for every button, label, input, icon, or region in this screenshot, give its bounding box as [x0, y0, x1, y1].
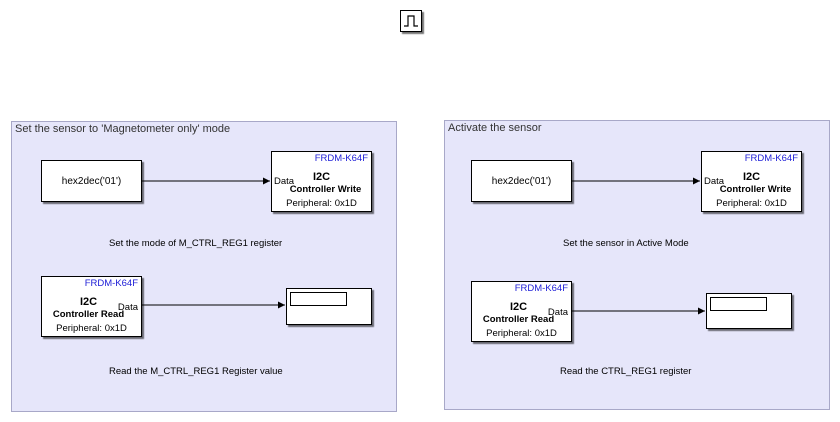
left-read-peripheral: Peripheral: 0x1D	[56, 323, 127, 334]
left-read-subtitle: Controller Read	[52, 309, 125, 320]
left-display-block[interactable]	[286, 288, 372, 325]
left-display-value	[290, 292, 347, 306]
right-constant-label: hex2dec('01')	[491, 175, 552, 187]
right-read-title: I2C	[509, 301, 528, 313]
right-write-subtitle: Controller Write	[719, 184, 792, 195]
left-read-title: I2C	[79, 296, 98, 308]
right-i2c-read-block[interactable]: FRDM-K64F I2C Controller Read Peripheral…	[471, 281, 572, 342]
right-area-title: Activate the sensor	[448, 122, 542, 134]
left-write-tag: FRDM-K64F	[314, 153, 368, 164]
left-area-title: Set the sensor to 'Magnetometer only' mo…	[15, 123, 231, 135]
right-read-peripheral: Peripheral: 0x1D	[486, 328, 557, 339]
left-read-tag: FRDM-K64F	[84, 278, 138, 289]
right-write-annotation: Set the sensor in Active Mode	[563, 238, 689, 249]
left-write-annotation: Set the mode of M_CTRL_REG1 register	[109, 238, 283, 249]
pulse-generator-icon	[404, 15, 418, 27]
right-write-port-label: Data	[704, 176, 725, 187]
right-display-value	[710, 297, 767, 311]
right-write-tag: FRDM-K64F	[744, 153, 798, 164]
right-constant-block[interactable]: hex2dec('01')	[471, 160, 572, 202]
left-i2c-write-block[interactable]: FRDM-K64F I2C Controller Write Periphera…	[271, 151, 372, 212]
left-constant-block[interactable]: hex2dec('01')	[41, 160, 142, 202]
right-read-subtitle: Controller Read	[482, 314, 555, 325]
left-read-port-label: Data	[117, 302, 138, 313]
right-display-block[interactable]	[706, 293, 792, 329]
left-constant-label: hex2dec('01')	[61, 175, 122, 187]
right-i2c-write-block[interactable]: FRDM-K64F I2C Controller Write Periphera…	[701, 151, 802, 212]
left-write-port-label: Data	[274, 176, 295, 187]
right-write-peripheral: Peripheral: 0x1D	[716, 198, 787, 209]
right-read-port-label: Data	[547, 307, 568, 318]
left-write-peripheral: Peripheral: 0x1D	[286, 198, 357, 209]
left-i2c-read-block[interactable]: FRDM-K64F I2C Controller Read Peripheral…	[41, 276, 142, 337]
right-write-title: I2C	[742, 171, 761, 183]
left-read-annotation: Read the M_CTRL_REG1 Register value	[109, 366, 283, 377]
pulse-generator-block[interactable]	[400, 10, 422, 32]
left-write-subtitle: Controller Write	[289, 184, 362, 195]
left-write-title: I2C	[312, 171, 331, 183]
right-read-tag: FRDM-K64F	[514, 283, 568, 294]
right-read-annotation: Read the CTRL_REG1 register	[560, 366, 692, 377]
